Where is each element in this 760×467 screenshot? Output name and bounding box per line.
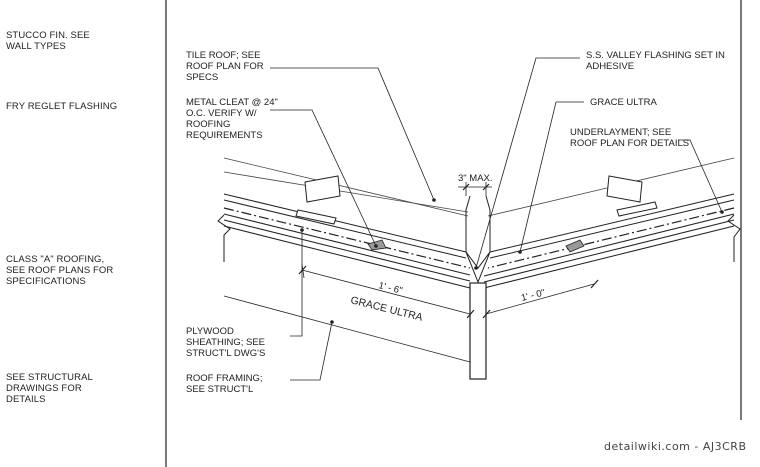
leader-lines [270,57,724,381]
callout-tile-roof: TILE ROOF; SEE ROOF PLAN FOR SPECS [186,50,264,83]
watermark: detailwiki.com - AJ3CRB [604,440,747,453]
callout-metal-cleat: METAL CLEAT @ 24" O.C. VERIFY W/ ROOFING… [186,97,278,141]
valley-beam [469,282,487,380]
valley-flashing [465,251,491,284]
side-note-structural: SEE STRUCTURAL DRAWINGS FOR DETAILS [6,372,93,405]
side-note-stucco: STUCCO FIN. SEE WALL TYPES [6,30,90,52]
callout-grace-ultra: GRACE ULTRA [590,97,657,108]
right-run-label: 1' - 0" [520,287,546,304]
callout-underlayment: UNDERLAYMENT; SEE ROOF PLAN FOR DETAILS [570,127,690,149]
right-slope-layers [483,193,735,289]
battens [295,175,658,225]
right-run-dimension [482,279,599,319]
left-run-label: 1' - 6" [377,280,403,297]
callout-roof-framing: ROOF FRAMING; SEE STRUCT'L [186,373,263,395]
side-note-roofing: CLASS "A" ROOFING, SEE ROOF PLANS FOR SP… [6,254,114,287]
tile-ends [465,195,491,252]
left-slope-layers [223,193,471,363]
callout-valley-flashing: S.S. VALLEY FLASHING SET IN ADHESIVE [586,50,725,72]
max-gap-label: 3" MAX. [458,173,493,184]
break-lines [217,214,741,262]
max-gap-dimension [458,182,492,196]
side-note-reglet: FRY REGLET FLASHING [6,101,118,112]
callout-plywood: PLYWOOD SHEATHING; SEE STRUCT'L DWG'S [186,326,266,359]
